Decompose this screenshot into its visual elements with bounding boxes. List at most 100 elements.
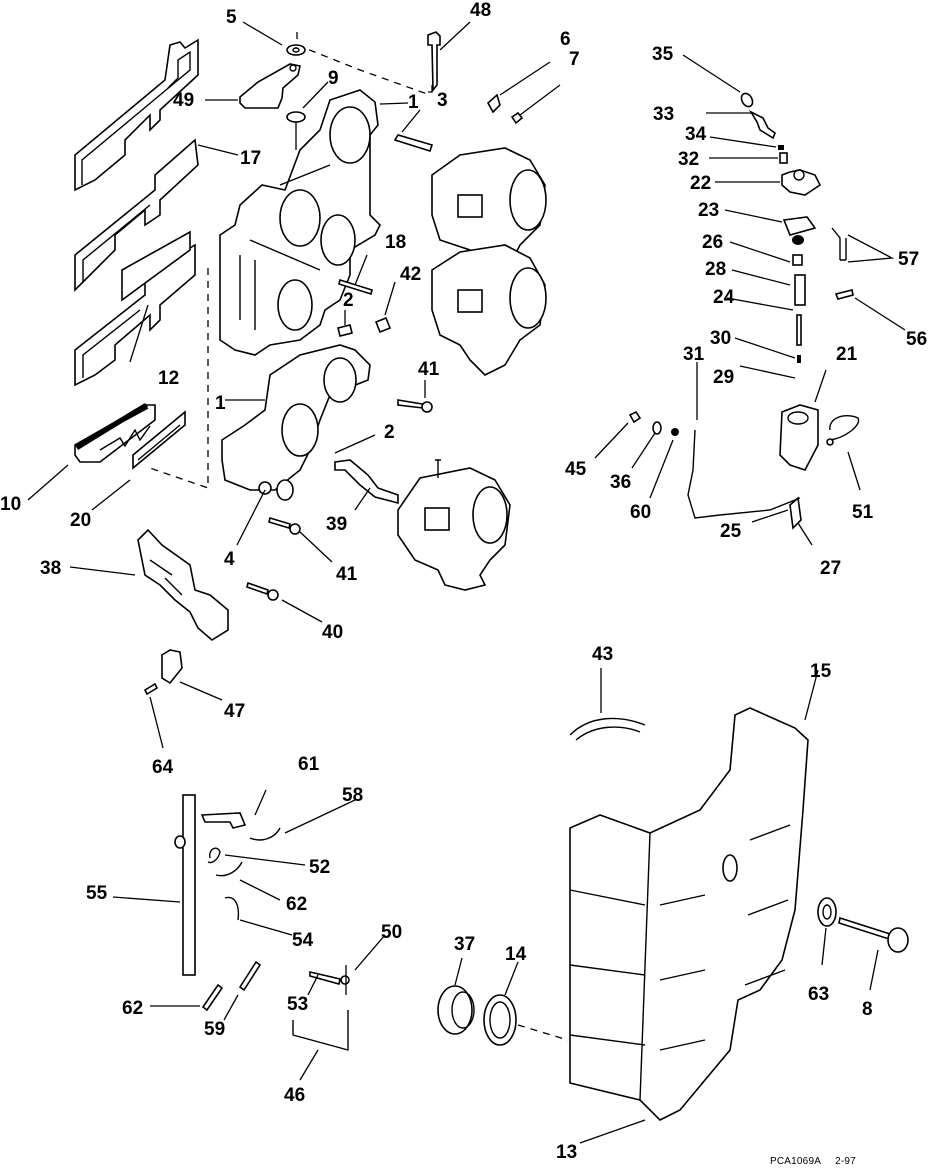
reed-gasket-20 — [132, 410, 186, 470]
cap-35 — [740, 92, 754, 108]
callout-42: 42 — [400, 264, 421, 285]
fitting-33 — [748, 110, 776, 140]
filter-32 — [779, 152, 788, 164]
callout-17: 17 — [240, 148, 261, 169]
hose-57 — [831, 227, 847, 261]
clamp-51 — [826, 414, 860, 446]
callout-1-upper: 1 — [408, 92, 419, 113]
callout-53: 53 — [287, 994, 308, 1015]
callout-14: 14 — [505, 944, 527, 965]
fitting-34 — [778, 145, 784, 150]
connector-27 — [789, 496, 802, 530]
callout-61: 61 — [298, 754, 320, 775]
screw-8 — [838, 916, 909, 953]
callout-28: 28 — [705, 259, 726, 280]
callout-18: 18 — [385, 232, 406, 253]
elbow-54 — [224, 896, 240, 921]
callout-30: 30 — [710, 328, 731, 349]
callout-62-lower: 62 — [122, 998, 143, 1019]
hose-59 — [238, 960, 262, 992]
washer-36 — [652, 421, 662, 435]
callout-38: 38 — [40, 558, 61, 579]
callout-36: 36 — [610, 472, 631, 493]
clamp-47 — [161, 649, 183, 685]
callout-2-upper: 2 — [343, 290, 354, 311]
callout-10: 10 — [0, 494, 21, 515]
pump-cover-22 — [781, 169, 822, 196]
callout-29: 29 — [713, 367, 734, 388]
intake-manifold-1 — [219, 89, 381, 356]
gasket-12 — [74, 230, 196, 387]
callout-63: 63 — [808, 984, 829, 1005]
callout-33: 33 — [653, 104, 674, 125]
callout-58: 58 — [342, 785, 363, 806]
screw-40 — [246, 581, 279, 601]
reed-block-10 — [74, 403, 156, 463]
bracket-38 — [137, 528, 229, 641]
callout-9: 9 — [328, 68, 339, 89]
nut-60 — [671, 428, 679, 436]
hose-46 — [292, 1010, 349, 1051]
clamp-52 — [207, 847, 221, 864]
callout-1-lower: 1 — [215, 393, 226, 414]
seal-14 — [483, 994, 517, 1046]
clip-6 — [486, 93, 501, 114]
callout-23: 23 — [698, 200, 719, 221]
callout-52: 52 — [309, 857, 330, 878]
screw-41-upper — [397, 399, 433, 413]
spring-29 — [797, 355, 801, 363]
callout-8: 8 — [862, 999, 873, 1020]
carburetor-lower — [397, 459, 511, 591]
callout-60: 60 — [630, 502, 651, 523]
callout-40: 40 — [322, 622, 343, 643]
callout-5: 5 — [226, 7, 237, 28]
hose-39 — [334, 459, 399, 505]
hose-62-lower — [201, 983, 224, 1012]
hose-43 — [569, 717, 646, 741]
fitting-4 — [258, 481, 272, 495]
carburetor-upper — [431, 147, 547, 376]
hose-62-upper — [215, 861, 243, 877]
wire-31 — [687, 429, 801, 519]
callout-64: 64 — [152, 757, 174, 778]
callout-34: 34 — [685, 124, 707, 145]
callout-15: 15 — [810, 661, 832, 682]
callout-39: 39 — [326, 514, 347, 535]
callout-48: 48 — [470, 0, 491, 21]
callout-26: 26 — [702, 232, 723, 253]
spring-cup-26 — [792, 235, 804, 245]
diaphragm-23 — [782, 216, 817, 236]
callout-46: 46 — [284, 1085, 305, 1106]
screw-7 — [510, 111, 524, 125]
assembly-line — [149, 268, 209, 489]
intake-manifold-lower-1 — [221, 344, 371, 501]
screw-41-lower — [268, 516, 301, 535]
washer-9 — [286, 111, 306, 150]
silencer-13 — [569, 707, 809, 1121]
screw-45 — [628, 410, 642, 424]
leader-lines — [27, 21, 906, 1144]
callout-22: 22 — [690, 173, 711, 194]
callout-32: 32 — [678, 149, 699, 170]
spacer-42 — [374, 316, 392, 334]
screw-18 — [338, 278, 373, 296]
callout-54: 54 — [292, 930, 314, 951]
callout-6: 6 — [560, 29, 571, 50]
callout-4: 4 — [224, 549, 235, 570]
callout-50: 50 — [381, 922, 402, 943]
callout-57: 57 — [898, 249, 919, 270]
hose-61 — [200, 812, 247, 829]
callout-43: 43 — [592, 644, 613, 665]
gasket-17 — [74, 38, 199, 192]
dowel-2 — [337, 324, 353, 337]
assembly-line — [296, 32, 431, 96]
tee-56 — [834, 289, 854, 300]
bolt-48 — [427, 31, 441, 93]
callout-55: 55 — [86, 883, 108, 904]
washer-5 — [286, 44, 306, 56]
callout-25: 25 — [720, 521, 742, 542]
callout-51: 51 — [852, 502, 874, 523]
